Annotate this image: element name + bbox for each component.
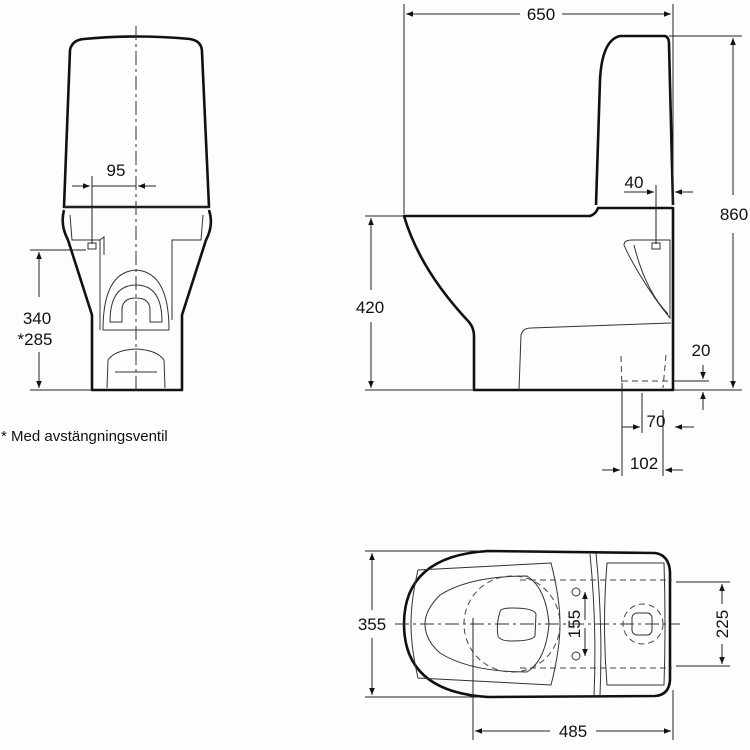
front-bowl-outline [61,209,213,392]
dim-285-label: *285 [18,330,53,349]
dim-40-label: 40 [625,173,644,192]
dim-650-label: 650 [527,5,555,24]
dim-102-label: 102 [630,454,658,473]
dim-70-label: 70 [647,412,666,431]
top-view: 355 485 225 155 [358,549,732,741]
dim-485-label: 485 [559,722,587,741]
footnote: * Med avstängningsventil [1,428,168,445]
dim-340-label: 340 [23,309,51,328]
side-bowl-outline [402,206,675,392]
dim-355-label: 355 [358,615,386,634]
dim-420-label: 420 [356,298,384,317]
dim-155-label: 155 [565,610,584,638]
front-tank-outline [62,35,211,209]
dim-20-label: 20 [692,341,711,360]
dim-860-label: 860 [720,205,748,224]
side-tank-outline [594,34,675,206]
dim-95-label: 95 [107,161,126,180]
dim-225-label: 225 [713,610,732,638]
front-view: 95 340 *285 [18,26,213,392]
side-view: 650 860 420 40 20 70 102 [356,4,748,476]
top-outline [402,549,672,699]
